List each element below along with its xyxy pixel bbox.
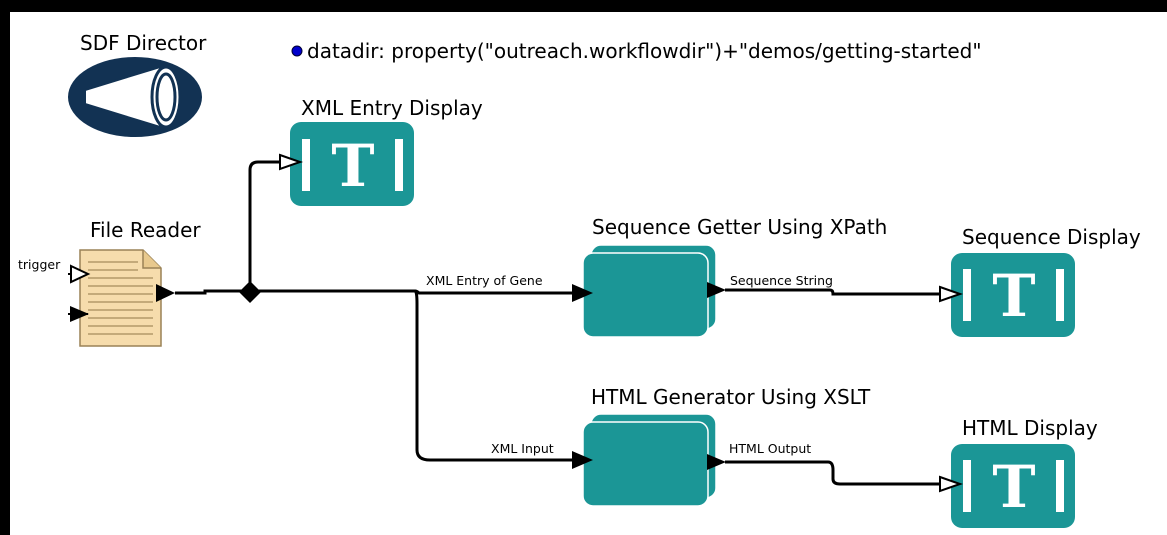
filename-port-icon[interactable]: [70, 306, 89, 322]
sequence-getter-actor[interactable]: Sequence Getter Using XPath XML Entry of…: [426, 215, 887, 338]
html-display-label: HTML Display: [962, 416, 1098, 440]
trigger-port-label: trigger: [18, 257, 61, 272]
sequence-display-actor[interactable]: Sequence Display T: [939, 225, 1141, 337]
parameter-dot-icon: [291, 45, 303, 57]
output-port-icon[interactable]: [707, 282, 726, 298]
workflow-diagram: SDF Director datadir: property("outreach…: [18, 31, 1141, 528]
html-generator-label: HTML Generator Using XSLT: [591, 385, 871, 409]
xml-entry-display-actor[interactable]: XML Entry Display T: [279, 96, 483, 206]
input-port-icon[interactable]: [572, 284, 593, 302]
director-label: SDF Director: [80, 31, 207, 55]
composite-front-box: [582, 252, 709, 338]
xml-input-port-label: XML Input: [491, 441, 554, 456]
composite-front-box: [582, 421, 709, 507]
output-port-icon[interactable]: [707, 454, 726, 470]
t-glyph-icon: T: [992, 453, 1035, 521]
display-box-icon: [951, 253, 1075, 337]
director-megaphone-icon: [68, 57, 202, 137]
input-port-icon[interactable]: [939, 475, 964, 493]
xml-entry-display-label: XML Entry Display: [301, 96, 483, 120]
link-to-html-generator: [414, 289, 572, 462]
link-to-sequence-display: [725, 288, 940, 296]
input-port-icon[interactable]: [572, 451, 593, 469]
display-box-icon: [290, 122, 414, 206]
link-filereader-relation: [175, 289, 250, 295]
link-to-xml-entry-display: [248, 160, 280, 291]
sequence-getter-label: Sequence Getter Using XPath: [592, 215, 887, 239]
sequence-display-label: Sequence Display: [962, 225, 1141, 249]
file-reader-label: File Reader: [90, 218, 201, 242]
t-glyph-icon: T: [992, 262, 1035, 330]
output-port-icon[interactable]: [156, 284, 175, 302]
connections: [175, 160, 940, 486]
datadir-parameter[interactable]: datadir: property("outreach.workflowdir"…: [291, 39, 982, 63]
t-glyph-icon: T: [331, 132, 374, 200]
sequence-string-port-label: Sequence String: [730, 273, 833, 288]
sdf-director[interactable]: SDF Director: [68, 31, 207, 137]
html-display-actor[interactable]: HTML Display T: [939, 416, 1098, 528]
xml-entry-port-label: XML Entry of Gene: [426, 273, 543, 288]
link-to-html-display: [725, 460, 940, 486]
trigger-port-icon[interactable]: [70, 264, 91, 284]
link-to-sequence-getter: [250, 289, 572, 295]
input-port-icon[interactable]: [939, 285, 964, 303]
input-port-icon[interactable]: [279, 153, 304, 171]
html-output-port-label: HTML Output: [729, 441, 811, 456]
file-reader-actor[interactable]: File Reader trigger: [18, 218, 201, 347]
document-icon: [79, 249, 162, 347]
display-box-icon: [951, 444, 1075, 528]
html-generator-actor[interactable]: HTML Generator Using XSLT XML Input HTML…: [491, 385, 871, 507]
workflow-canvas: SDF Director datadir: property("outreach…: [10, 12, 1167, 535]
parameter-text: datadir: property("outreach.workflowdir"…: [307, 39, 982, 63]
relation-diamond[interactable]: [239, 281, 261, 303]
